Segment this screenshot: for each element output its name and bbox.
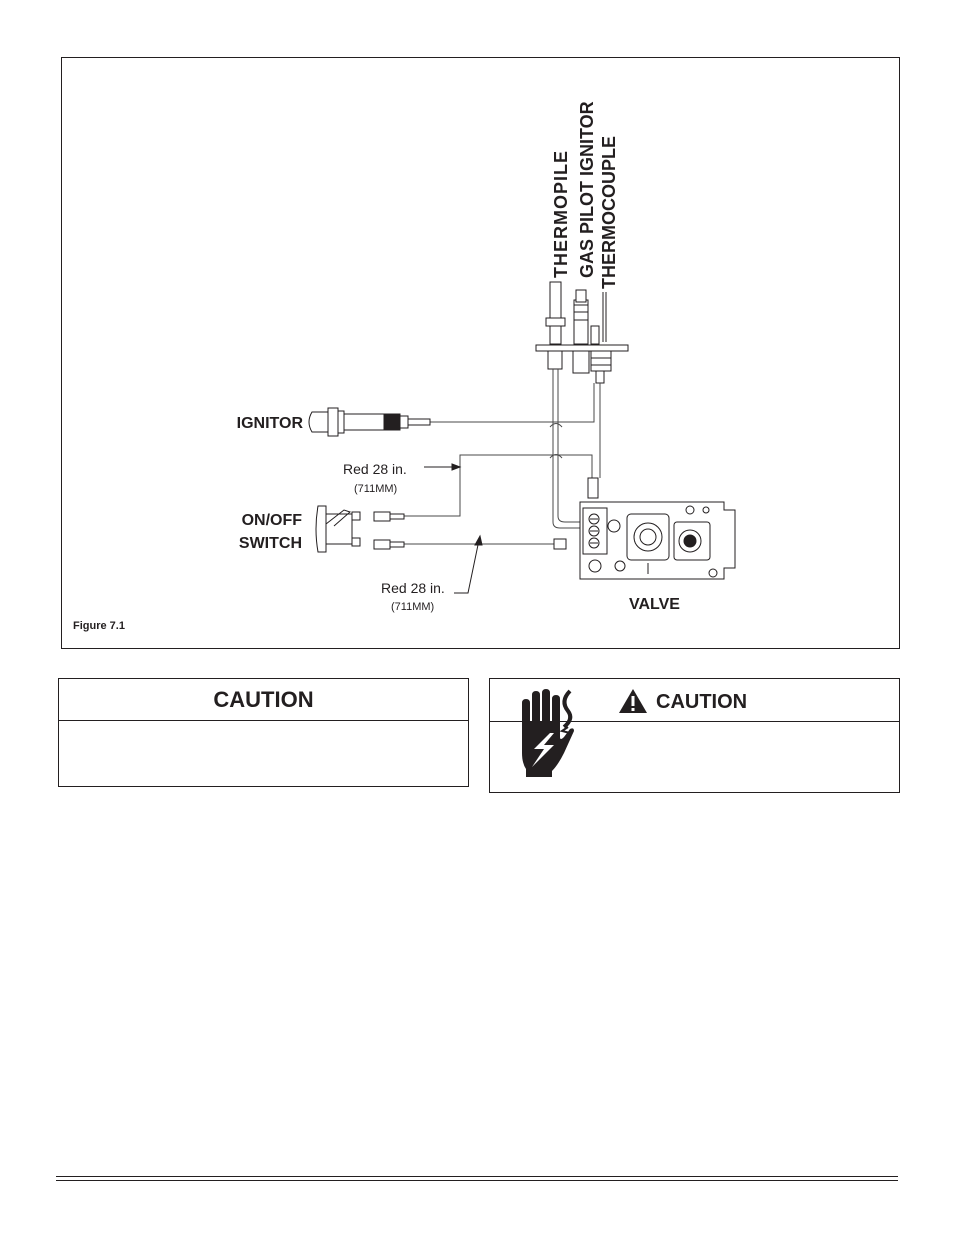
thermopile-wire-2 (557, 369, 584, 523)
thermopile-rod (549, 281, 562, 345)
footer-rule-thin (56, 1180, 898, 1181)
caution-title-right: CAUTION (656, 691, 748, 713)
onoff-label-line1: ON/OFF (242, 512, 303, 529)
thermocouple-label: THERMOCOUPLE (599, 136, 619, 289)
footer-rule (56, 1176, 898, 1177)
red-wire-bottom-metric: (711MM) (391, 601, 434, 613)
wires (404, 369, 601, 545)
caution-box-left: CAUTION (58, 678, 469, 787)
thermopile-wire-1 (552, 369, 584, 529)
red-wire-bottom-label: Red 28 in. (381, 580, 445, 596)
electric-shock-hand-icon (512, 687, 580, 779)
ignitor-label: IGNITOR (237, 415, 304, 432)
red-wire-top (404, 454, 593, 517)
warning-triangle-icon (618, 688, 648, 714)
onoff-switch-device (315, 505, 405, 553)
caution-title-left: CAUTION (213, 687, 314, 712)
figure-frame (61, 57, 900, 649)
valve-label: VALVE (629, 596, 680, 613)
pilot-bracket (535, 344, 629, 352)
ignitor-device (308, 407, 431, 437)
label-pointers (424, 463, 483, 594)
onoff-label-line2: SWITCH (239, 535, 302, 552)
caution-box-right: CAUTION (489, 678, 900, 793)
figure-caption: Figure 7.1 (73, 620, 125, 632)
caution-header-left: CAUTION (59, 679, 468, 721)
thermopile-label: THERMOPILE (551, 150, 571, 278)
pilot-ignitor-body (573, 299, 589, 345)
red-wire-top-metric: (711MM) (354, 483, 397, 495)
gas-valve (579, 501, 736, 580)
gas-pilot-ignitor-label: GAS PILOT IGNITOR (577, 101, 597, 278)
pilot-assembly (535, 281, 629, 384)
ignitor-lead (430, 383, 595, 423)
caution-header-right: CAUTION (490, 679, 899, 722)
red-wire-top-label: Red 28 in. (343, 461, 407, 477)
